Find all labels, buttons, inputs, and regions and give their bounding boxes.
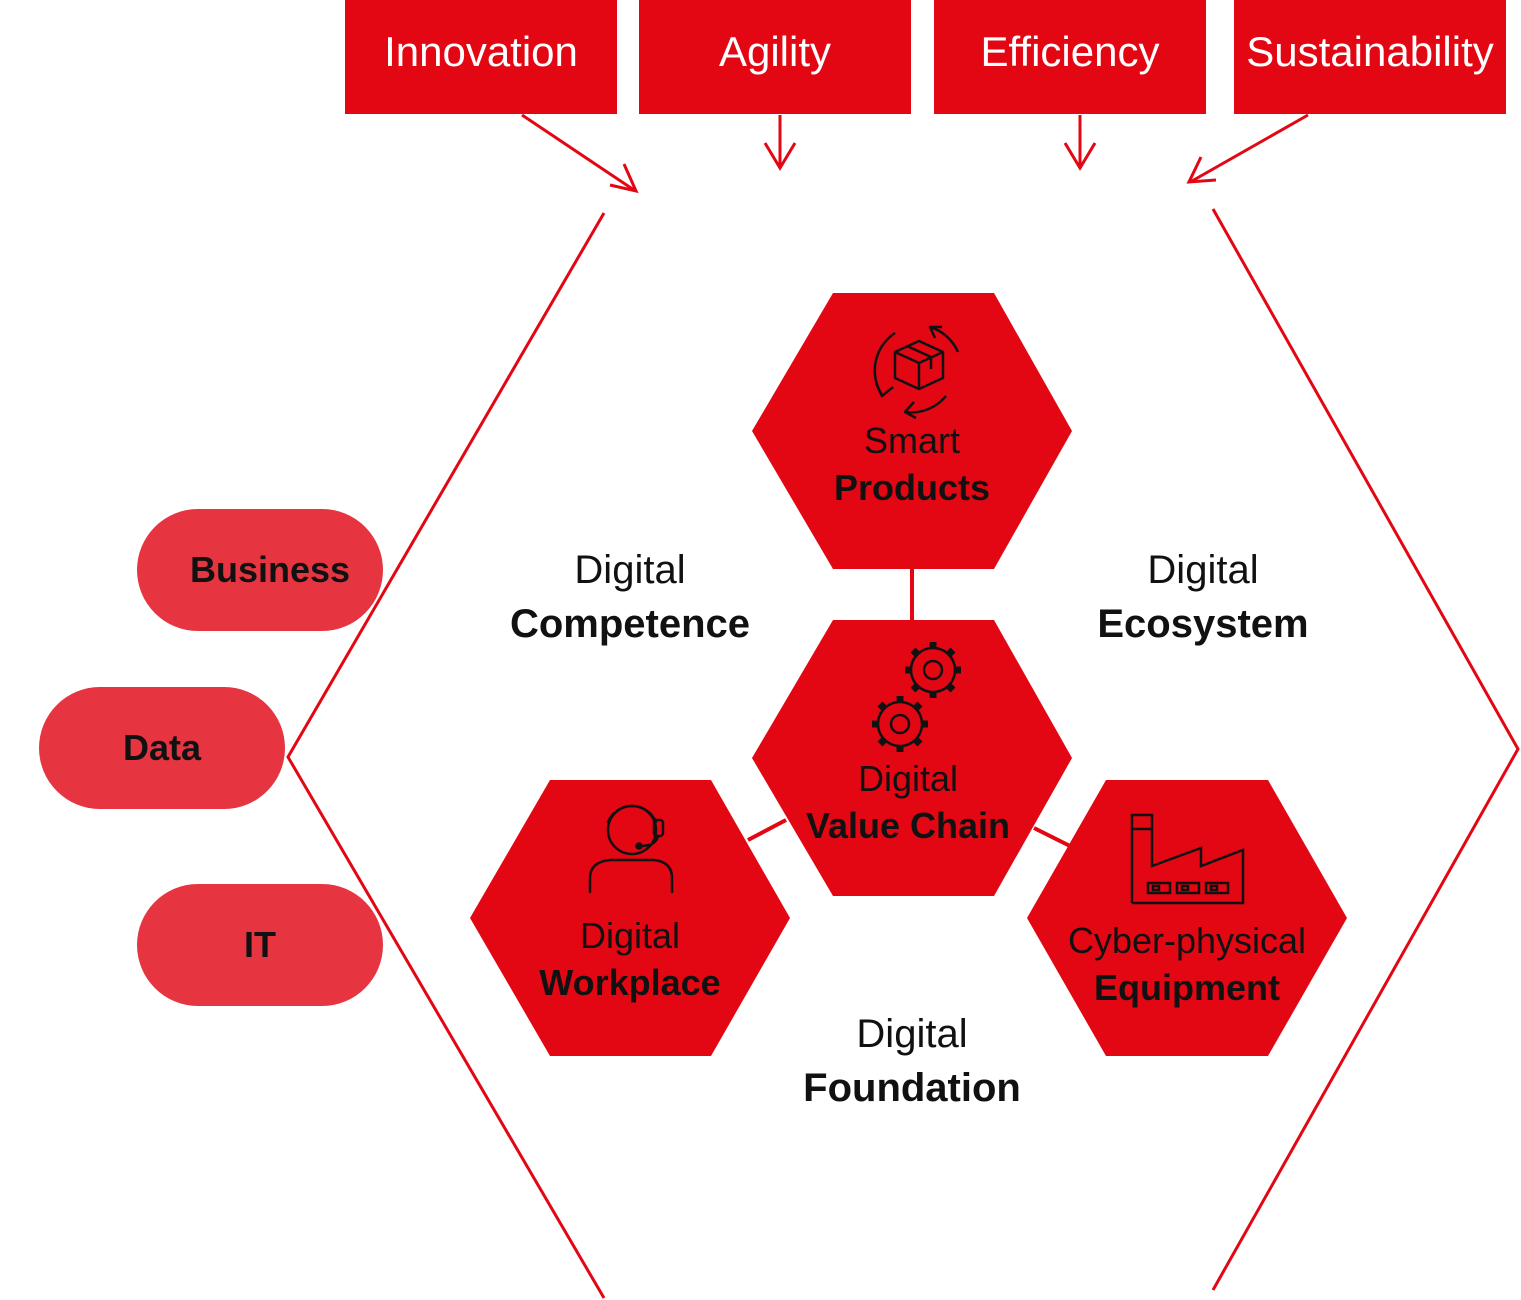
- area-ecosystem-line1: Digital: [1147, 548, 1259, 592]
- hex-label-smart-products: Smart Products: [762, 418, 1062, 512]
- area-competence-line2: Competence: [509, 602, 751, 646]
- hexagon-smart-products: [752, 293, 1072, 569]
- layer-pill-business: Business: [137, 509, 383, 631]
- hex-label-equipment: Cyber-physical Equipment: [1032, 918, 1342, 1012]
- layer-pill-it: IT: [137, 884, 383, 1006]
- factory-icon: [1130, 813, 1245, 905]
- hex-products-line1: Smart: [863, 420, 960, 461]
- driver-box-agility: Agility: [639, 0, 911, 114]
- hex-workplace-line1: Digital: [579, 915, 681, 956]
- area-label-competence: Digital Competence: [480, 543, 780, 651]
- hex-value-chain-line2: Value Chain: [805, 804, 1011, 846]
- hex-equipment-line1: Cyber-physical: [1067, 920, 1307, 961]
- area-label-foundation: Digital Foundation: [762, 1007, 1062, 1115]
- hex-label-value-chain: Digital Value Chain: [758, 756, 1058, 850]
- driver-box-efficiency: Efficiency: [934, 0, 1206, 114]
- driver-label-sustainability: Sustainability: [1246, 28, 1494, 75]
- area-ecosystem-line2: Ecosystem: [1097, 602, 1309, 646]
- area-foundation-line1: Digital: [856, 1012, 968, 1056]
- hex-connectors: [747, 568, 1071, 848]
- hex-value-chain-line1: Digital: [857, 758, 959, 799]
- area-foundation-line2: Foundation: [803, 1066, 1021, 1110]
- left-bracket-line: [286, 212, 606, 1299]
- layer-label-data: Data: [122, 727, 202, 768]
- driver-box-sustainability: Sustainability: [1234, 0, 1506, 114]
- layer-pill-data: Data: [39, 687, 285, 809]
- hex-workplace-line2: Workplace: [539, 961, 721, 1003]
- driver-label-innovation: Innovation: [384, 28, 578, 75]
- gears-icon: [872, 642, 961, 752]
- driver-label-agility: Agility: [718, 28, 832, 75]
- driver-box-innovation: Innovation: [345, 0, 617, 114]
- hex-equipment-line2: Equipment: [1094, 966, 1280, 1008]
- driver-label-efficiency: Efficiency: [980, 28, 1160, 75]
- rotating-box-icon: [873, 325, 960, 420]
- hexagon-digital-workplace: [470, 780, 790, 1056]
- headset-person-icon: [588, 804, 674, 894]
- area-competence-line1: Digital: [574, 548, 686, 592]
- hexagon-cyber-physical-equipment: [1027, 780, 1347, 1056]
- hex-label-workplace: Digital Workplace: [480, 913, 780, 1007]
- layer-label-it: IT: [244, 924, 276, 965]
- right-bracket-line: [1211, 208, 1520, 1291]
- layer-label-business: Business: [189, 549, 351, 590]
- area-label-ecosystem: Digital Ecosystem: [1053, 543, 1353, 651]
- driver-arrows: [521, 113, 1309, 194]
- hexagon-digital-value-chain: [752, 620, 1072, 896]
- hex-products-line2: Products: [833, 466, 991, 508]
